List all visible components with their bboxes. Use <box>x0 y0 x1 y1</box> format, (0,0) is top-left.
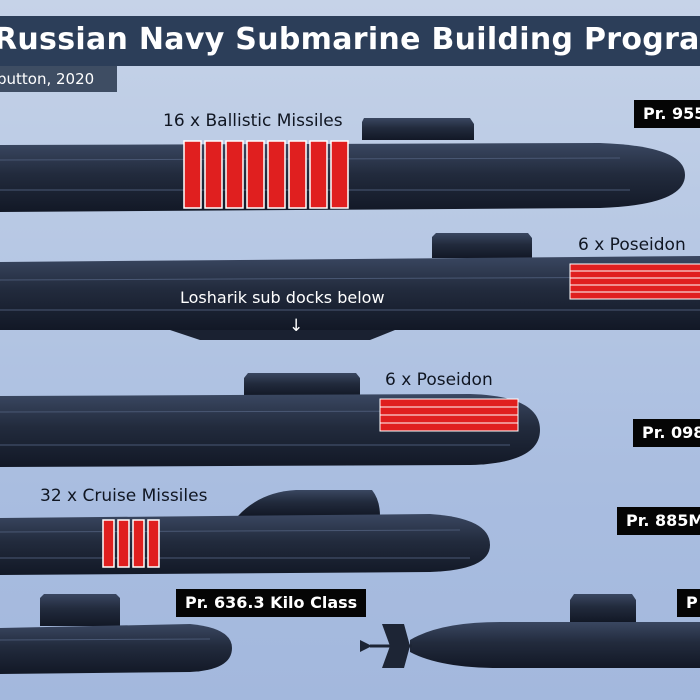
sub4-sail <box>238 490 380 516</box>
sub2-hull <box>0 256 700 330</box>
poseidon-tube <box>379 422 519 432</box>
sub1-sail <box>362 118 474 140</box>
missile-tube <box>117 519 130 568</box>
credit-bar <box>0 66 117 92</box>
sub6-propeller <box>360 640 372 652</box>
missile-tube <box>204 140 223 209</box>
poseidon-tube <box>569 291 700 300</box>
sub5-hull <box>0 624 232 674</box>
poseidon-tube <box>569 277 700 286</box>
weapon-label-sub4: 32 x Cruise Missiles <box>40 486 208 506</box>
poseidon-tube <box>569 284 700 293</box>
weapon-label-sub2: 6 x Poseidon <box>578 235 686 255</box>
sub2-keel <box>170 330 395 340</box>
sub6-sail <box>570 594 636 622</box>
missile-tube <box>102 519 115 568</box>
poseidon-tube <box>569 270 700 279</box>
missile-tube <box>288 140 307 209</box>
losharik-note: Losharik sub docks below <box>180 288 385 307</box>
poseidon-tube <box>379 406 519 416</box>
arrow-down-icon: ↓ <box>289 316 304 336</box>
sub2-poseidon-tubes <box>569 263 700 300</box>
title-bar <box>0 16 700 66</box>
sub4-missile-tubes <box>102 519 160 568</box>
project-tag-955: Pr. 955 <box>634 100 700 128</box>
submarine-lada <box>360 594 700 668</box>
submarine-belgorod <box>0 233 700 340</box>
sub1-missile-tubes <box>183 140 349 209</box>
poseidon-tube <box>379 414 519 424</box>
missile-tube <box>330 140 349 209</box>
missile-tube <box>183 140 202 209</box>
poseidon-tube <box>569 263 700 272</box>
project-tag-098: Pr. 098 <box>633 419 700 447</box>
credit-text: button, 2020 <box>0 70 95 88</box>
missile-tube <box>309 140 328 209</box>
missile-tube <box>267 140 286 209</box>
project-tag-kilo: Pr. 636.3 Kilo Class <box>176 589 367 617</box>
sub3-poseidon-tubes <box>379 398 519 432</box>
sub6-hull <box>410 622 700 668</box>
sub2-sail <box>432 233 532 258</box>
missile-tube <box>147 519 160 568</box>
sub5-sail <box>40 594 120 626</box>
missile-tube <box>132 519 145 568</box>
page-title: Russian Navy Submarine Building Program <box>0 22 700 57</box>
weapon-label-sub1: 16 x Ballistic Missiles <box>163 111 343 131</box>
project-tag-885m: Pr. 885M <box>617 507 700 535</box>
sub3-sail <box>244 373 360 396</box>
weapon-label-sub3: 6 x Poseidon <box>385 370 493 390</box>
missile-tube <box>246 140 265 209</box>
project-tag-partial: P <box>677 589 700 617</box>
poseidon-tube <box>379 398 519 408</box>
submarine-kilo <box>0 594 232 674</box>
missile-tube <box>225 140 244 209</box>
sub4-hull <box>0 514 490 575</box>
